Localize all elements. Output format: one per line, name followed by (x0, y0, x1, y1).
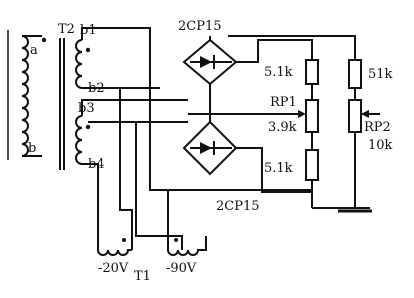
rp1-wiper-icon (298, 110, 306, 118)
ground-icon (338, 207, 372, 213)
upper-bridge-rectifier-icon (182, 38, 238, 86)
resistor-r3-icon (348, 59, 362, 89)
rp2-value: 10k (368, 138, 393, 153)
t1-label: T1 (134, 269, 151, 284)
resistor-r2-icon (305, 149, 319, 181)
resistor-r1-icon (305, 59, 319, 85)
t1-left-winding-icon (97, 249, 132, 256)
b3-label: b3 (78, 101, 95, 116)
potentiometer-rp2-icon (348, 99, 362, 133)
rp1-value: 3.9k (268, 120, 297, 135)
transformer-core-icon (59, 38, 65, 170)
dot-b1-icon (85, 47, 91, 53)
r2-value: 5.1k (264, 161, 293, 176)
rp1-name: RP1 (270, 95, 297, 110)
winding-b-label: b (28, 141, 36, 156)
transformer-secondary-coils-icon (75, 39, 83, 165)
t1-right-winding-icon (167, 236, 207, 256)
transformer-primary-coil-icon (7, 30, 42, 160)
b1-label: b1 (80, 23, 97, 38)
potentiometer-rp1-icon (305, 99, 319, 133)
r1-value: 5.1k (264, 65, 293, 80)
dot-t1-left-icon (122, 238, 126, 242)
wires (81, 27, 380, 250)
lower-bridge-label: 2CP15 (216, 199, 260, 214)
lower-bridge-rectifier-icon (182, 120, 238, 176)
t2-label: T2 (58, 22, 75, 37)
dot-a-icon (41, 37, 47, 43)
dot-t1-right-icon (174, 238, 178, 242)
rp2-wiper-icon (361, 110, 369, 118)
upper-bridge-label: 2CP15 (178, 19, 222, 34)
dot-b3-icon (85, 124, 91, 130)
v-left-label: -20V (98, 261, 129, 276)
r3-value: 51k (368, 67, 393, 82)
v-right-label: -90V (166, 261, 197, 276)
rp2-name: RP2 (364, 120, 391, 135)
winding-a-label: a (30, 43, 38, 58)
